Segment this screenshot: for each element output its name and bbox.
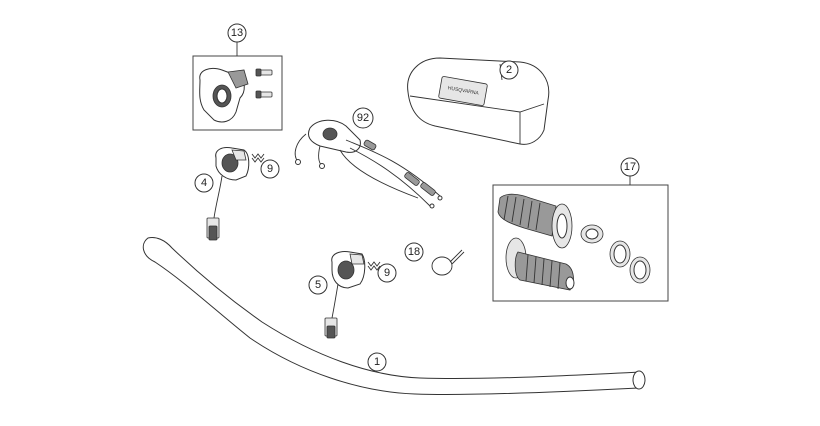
leader-lines xyxy=(236,42,631,185)
callout-9-bottom: 9 xyxy=(377,263,397,283)
left-switch-part xyxy=(206,147,250,241)
grips-part xyxy=(497,193,651,291)
callout-4-text: 4 xyxy=(201,177,207,189)
part-13-group-box xyxy=(192,55,283,131)
callout-13: 13 xyxy=(227,23,247,43)
part-17-group-box xyxy=(492,184,669,302)
right-switch-part xyxy=(324,251,366,339)
callout-9-top-text: 9 xyxy=(267,163,273,175)
callout-5-text: 5 xyxy=(315,279,321,291)
callout-18: 18 xyxy=(404,242,424,262)
handlebar-pad-part: HUSQVARNA xyxy=(407,57,550,145)
callout-9-top: 9 xyxy=(260,159,280,179)
callout-4: 4 xyxy=(194,173,214,193)
callout-17-text: 17 xyxy=(624,161,636,173)
spring-part-bottom xyxy=(367,261,381,271)
callout-13-text: 13 xyxy=(231,27,243,39)
throttle-housing-part xyxy=(199,67,273,123)
callout-2: 2 xyxy=(499,60,519,80)
callout-2-text: 2 xyxy=(506,64,512,76)
callout-9-bottom-text: 9 xyxy=(384,267,390,279)
callout-1: 1 xyxy=(367,352,387,372)
pad-logo-text: HUSQVARNA xyxy=(447,85,480,96)
callout-1-text: 1 xyxy=(374,356,380,368)
callout-17: 17 xyxy=(620,157,640,177)
callout-18-text: 18 xyxy=(408,246,420,258)
handlebar-part xyxy=(142,237,646,396)
callout-92-text: 92 xyxy=(357,112,369,124)
cable-tie-part xyxy=(431,249,465,276)
spring-part-top xyxy=(251,153,265,163)
throttle-cables-part xyxy=(294,119,443,209)
callout-92: 92 xyxy=(352,107,374,129)
callout-5: 5 xyxy=(308,275,328,295)
